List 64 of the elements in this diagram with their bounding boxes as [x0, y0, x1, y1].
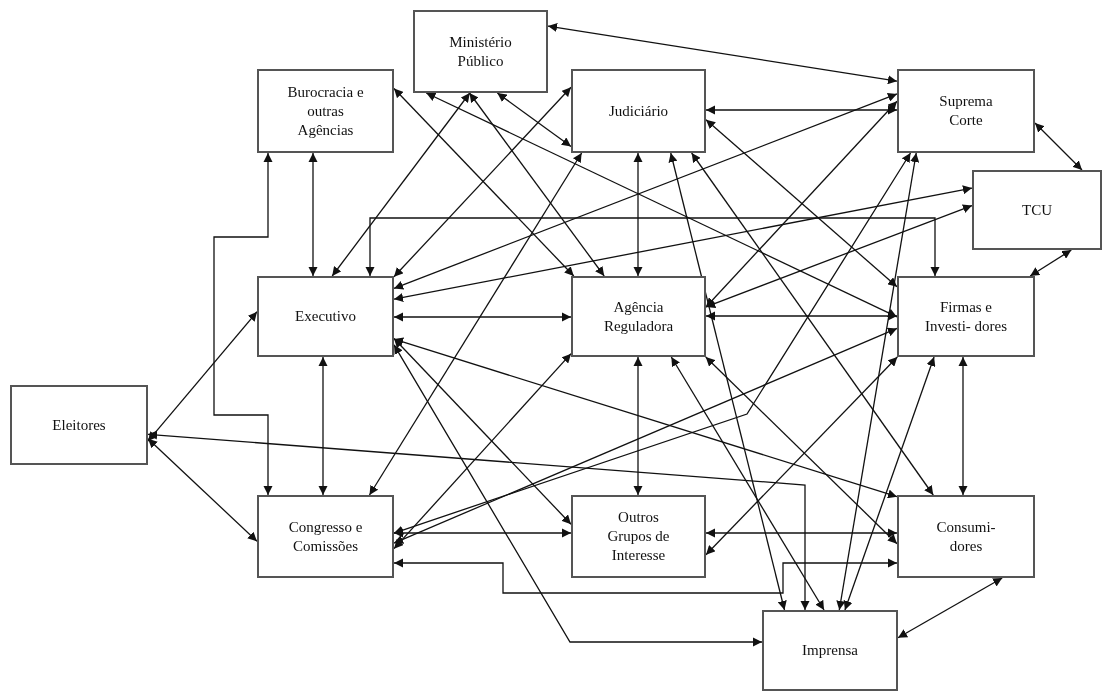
arrow	[393, 327, 898, 544]
process-box	[571, 69, 706, 153]
arrow	[393, 337, 898, 499]
arrow	[633, 152, 643, 277]
arrow	[496, 92, 572, 148]
process-box	[897, 69, 1035, 153]
arrow	[547, 23, 898, 85]
process-box	[897, 495, 1035, 578]
arrow	[897, 577, 1003, 639]
arrow	[365, 217, 940, 277]
node-label: Burocracia e outras Agências	[286, 82, 365, 140]
process-box	[10, 385, 148, 465]
arrow	[331, 92, 471, 277]
process-box	[413, 10, 548, 93]
arrow	[705, 119, 898, 288]
arrow	[670, 356, 825, 611]
arrow	[633, 356, 643, 496]
arrow	[393, 93, 898, 290]
process-box	[257, 69, 394, 153]
arrow	[668, 152, 787, 611]
arrow	[425, 92, 898, 318]
arrow	[393, 353, 572, 550]
process-box	[972, 170, 1102, 250]
arrow	[705, 204, 973, 308]
arrow	[836, 152, 920, 611]
node-label: Ministério Público	[448, 32, 513, 71]
arrow	[147, 438, 258, 542]
process-box	[762, 610, 898, 691]
node-label: Firmas e Investi- dores	[924, 297, 1008, 336]
process-box	[571, 495, 706, 578]
arrow	[705, 105, 898, 115]
node-label: Consumi- dores	[935, 517, 997, 556]
node-label: Agência Reguladora	[602, 297, 675, 336]
node-label: Imprensa	[802, 641, 858, 660]
arrow	[705, 311, 898, 321]
arrow	[147, 311, 258, 442]
arrow	[308, 152, 318, 277]
process-box	[257, 495, 394, 578]
arrow	[691, 152, 934, 496]
process-box	[257, 276, 394, 357]
arrow	[1029, 249, 1072, 277]
node-label: Congresso e Comissões	[287, 517, 364, 556]
arrow	[843, 356, 936, 611]
arrow	[1034, 122, 1083, 171]
arrow	[318, 356, 328, 496]
node-label: Judiciário	[608, 101, 669, 121]
arrow	[958, 356, 968, 496]
node-label: Eleitores	[52, 415, 106, 435]
node-label: Outros Grupos de Interesse	[606, 508, 671, 565]
process-box	[897, 276, 1035, 357]
arrow	[393, 152, 912, 535]
arrow	[393, 185, 973, 302]
node-label: TCU	[1022, 200, 1052, 220]
process-box	[571, 276, 706, 357]
node-label: Suprema Corte	[938, 92, 994, 130]
arrow	[468, 92, 605, 277]
arrow	[393, 528, 572, 538]
arrow	[393, 344, 763, 647]
arrow	[368, 152, 583, 496]
arrow	[393, 312, 572, 322]
arrow	[213, 152, 273, 496]
arrow	[705, 528, 898, 538]
node-label: Executivo	[295, 307, 356, 326]
arrow	[393, 558, 898, 594]
